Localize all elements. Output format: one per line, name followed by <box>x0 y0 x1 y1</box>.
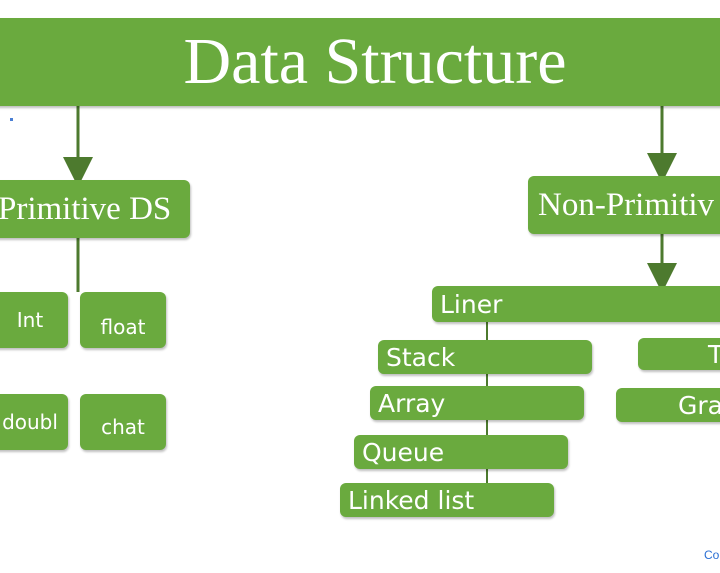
linked-list-box: Linked list <box>340 483 554 517</box>
graph-box: Gra <box>616 388 720 422</box>
title-box: Data Structure <box>0 18 720 106</box>
array-label: Array <box>378 388 446 418</box>
double-label: doubl <box>2 410 58 434</box>
queue-box: Queue <box>354 435 568 469</box>
primitive-ds-label: Primitive DS <box>0 190 172 227</box>
primitive-ds-box: Primitive DS <box>0 180 190 238</box>
liner-box: Liner <box>432 286 720 322</box>
tree-label: T <box>708 339 720 369</box>
char-box: chat <box>80 394 166 450</box>
double-box: doubl <box>0 394 68 450</box>
title-label: Data Structure <box>183 25 567 98</box>
non-primitive-ds-label: Non-Primitiv <box>538 186 715 223</box>
queue-label: Queue <box>362 437 445 467</box>
array-box: Array <box>370 386 584 420</box>
graph-label: Gra <box>678 390 720 420</box>
stack-box: Stack <box>378 340 592 374</box>
char-label: chat <box>101 415 145 439</box>
linked-list-label: Linked list <box>348 485 475 515</box>
tree-box: T <box>638 338 720 370</box>
int-label: Int <box>16 308 44 332</box>
stray-dot-mark <box>10 118 13 121</box>
non-primitive-ds-box: Non-Primitiv <box>528 176 720 234</box>
corner-watermark: Co <box>704 548 720 562</box>
int-box: Int <box>0 292 68 348</box>
float-box: float <box>80 292 166 348</box>
liner-label: Liner <box>440 289 503 319</box>
float-label: float <box>100 315 146 339</box>
stack-label: Stack <box>386 342 456 372</box>
